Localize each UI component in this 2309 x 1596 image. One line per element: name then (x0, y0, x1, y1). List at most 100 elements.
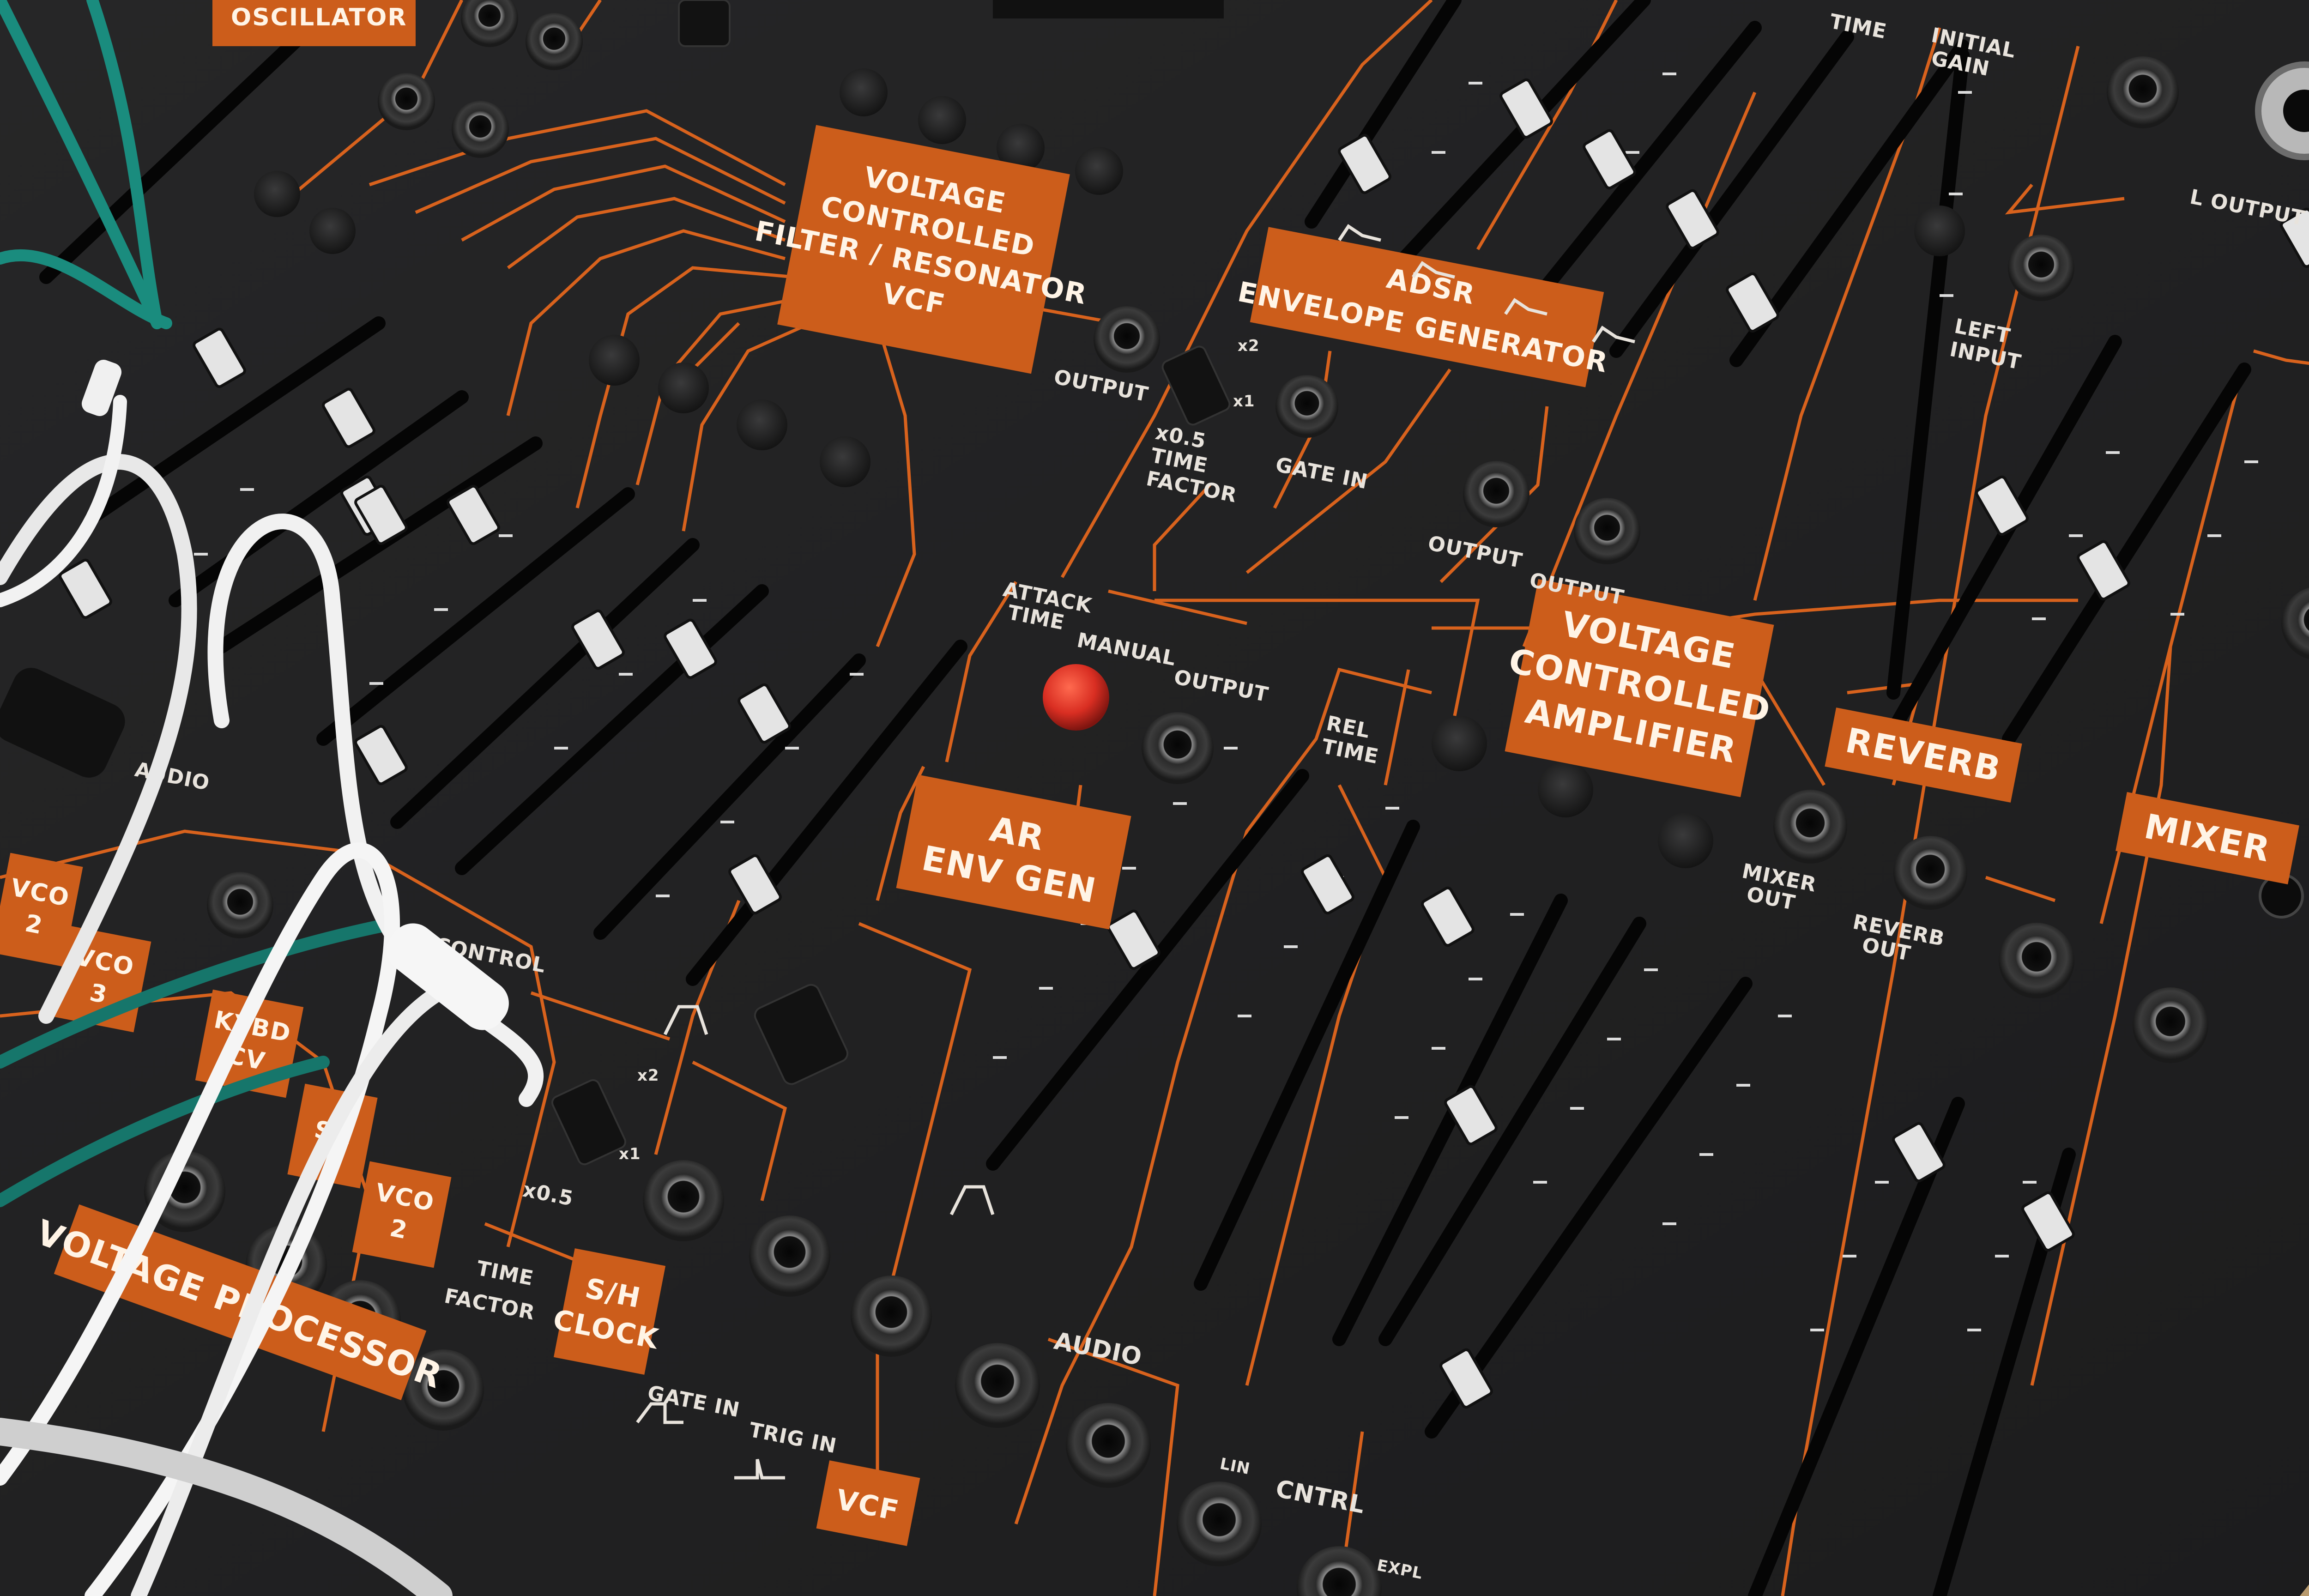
green-cable (0, 1056, 330, 1207)
vcf-audio-jack[interactable] (955, 1343, 1040, 1428)
x2-b-label: x2 (637, 1066, 659, 1085)
ar-time-factor-switch[interactable] (752, 982, 850, 1087)
reverb-out-jack[interactable] (1893, 836, 1967, 910)
button[interactable] (254, 171, 300, 217)
trig-in-icon (734, 1459, 785, 1480)
white-cable (131, 985, 447, 1596)
slider-knob[interactable] (447, 484, 500, 545)
slider-knob[interactable] (1499, 78, 1553, 139)
button[interactable] (1538, 762, 1593, 817)
button[interactable] (1432, 716, 1487, 771)
ar-tag (896, 774, 1131, 930)
white-plug (387, 923, 509, 1030)
button[interactable] (918, 96, 966, 144)
jack[interactable] (749, 1215, 830, 1297)
vco-tag (212, 0, 416, 46)
output-jack[interactable] (2107, 56, 2179, 128)
jack[interactable] (403, 1349, 484, 1431)
slider-knob[interactable] (1583, 129, 1636, 190)
mixer-input-jack[interactable] (1999, 923, 2074, 998)
green-cable (0, 0, 163, 329)
mixer-tag (2116, 792, 2299, 885)
button[interactable] (589, 335, 640, 386)
cntrl-expl-jack[interactable] (1297, 1546, 1382, 1596)
slider-knob[interactable] (193, 327, 246, 388)
jack[interactable] (144, 1151, 225, 1232)
adsr-icon (1504, 298, 1547, 316)
slider-knob[interactable] (2077, 540, 2130, 601)
slider-knob[interactable] (1975, 475, 2029, 536)
button[interactable] (737, 399, 787, 450)
slider-knob[interactable] (1439, 1348, 1493, 1409)
green-cable (0, 249, 172, 329)
button[interactable] (658, 363, 709, 413)
slider-knob[interactable] (322, 387, 375, 448)
jack[interactable] (378, 73, 435, 130)
button[interactable] (1914, 206, 1965, 256)
vco-left-tag (0, 852, 83, 967)
mixer-input-jack[interactable] (2133, 987, 2208, 1063)
slider-knob[interactable] (1666, 189, 1719, 250)
cntrl-lin-jack[interactable] (1177, 1481, 1262, 1566)
slider-knob[interactable] (354, 484, 408, 545)
slider-knob[interactable] (571, 609, 625, 670)
slider-knob[interactable] (2280, 207, 2309, 268)
jack[interactable] (643, 1160, 724, 1241)
x2-label: x2 (1238, 337, 1260, 355)
sh-time-factor-switch[interactable] (550, 1078, 627, 1166)
button[interactable] (309, 208, 356, 254)
vcf-output-jack[interactable] (1094, 306, 1160, 373)
vca-tag (1505, 579, 1774, 798)
jack[interactable] (207, 872, 273, 938)
gate-in-jack[interactable] (1275, 375, 1338, 438)
button[interactable] (1075, 147, 1123, 195)
slider-knob[interactable] (728, 854, 782, 915)
slider-knob[interactable] (664, 618, 717, 679)
toggle-switches (550, 0, 1232, 1166)
slider-knob[interactable] (1338, 133, 1391, 194)
slider-knob[interactable] (2021, 1191, 2075, 1252)
slider-knob[interactable] (1107, 909, 1161, 970)
white-cable (207, 514, 544, 1107)
adsr-output-jack[interactable] (1574, 498, 1640, 564)
slider-knob[interactable] (59, 558, 112, 619)
patch-jacks (144, 0, 2309, 1596)
mixer-out-jack[interactable] (1773, 790, 1847, 864)
envelope-glyphs (636, 224, 1635, 1480)
black-plug (0, 668, 125, 778)
button[interactable] (840, 68, 888, 116)
slider-knob[interactable] (354, 725, 408, 786)
x1-label: x1 (1233, 392, 1255, 411)
voltage-processor-tag (54, 1204, 427, 1400)
slider-knob[interactable] (737, 683, 791, 744)
patch-cables (0, 0, 544, 1596)
adsr-icon (1412, 261, 1455, 279)
ar-output-jack[interactable] (1142, 712, 1214, 784)
slider-knob[interactable] (1892, 1122, 1946, 1183)
button[interactable] (1658, 813, 1713, 868)
left-input-jack[interactable] (2008, 235, 2074, 301)
slider-knobs (59, 78, 2309, 1409)
gray-cable (0, 1418, 453, 1596)
jack[interactable] (452, 101, 509, 158)
jack[interactable] (526, 13, 583, 70)
audio-jack[interactable] (1066, 1403, 1151, 1488)
slider-knob[interactable] (1301, 854, 1354, 915)
jack[interactable] (461, 0, 518, 47)
adsr-output-jack[interactable] (1463, 461, 1529, 527)
green-cable (0, 917, 399, 1069)
slider-ticks (194, 73, 2258, 1331)
slider-knob[interactable] (1421, 886, 1475, 947)
button[interactable] (820, 436, 870, 487)
gate-icon (949, 1185, 995, 1215)
button[interactable] (997, 124, 1045, 172)
top-switch[interactable] (678, 0, 731, 47)
vco-tag-text: OSCILLATOR (231, 4, 407, 31)
slider-knob[interactable] (1444, 1085, 1498, 1146)
mixer-input-jack[interactable] (2281, 586, 2309, 660)
slider-knob[interactable] (1726, 272, 1779, 333)
manual-red-button[interactable] (1043, 664, 1109, 731)
jack[interactable] (851, 1276, 932, 1357)
time-factor-switch[interactable] (1161, 345, 1232, 427)
